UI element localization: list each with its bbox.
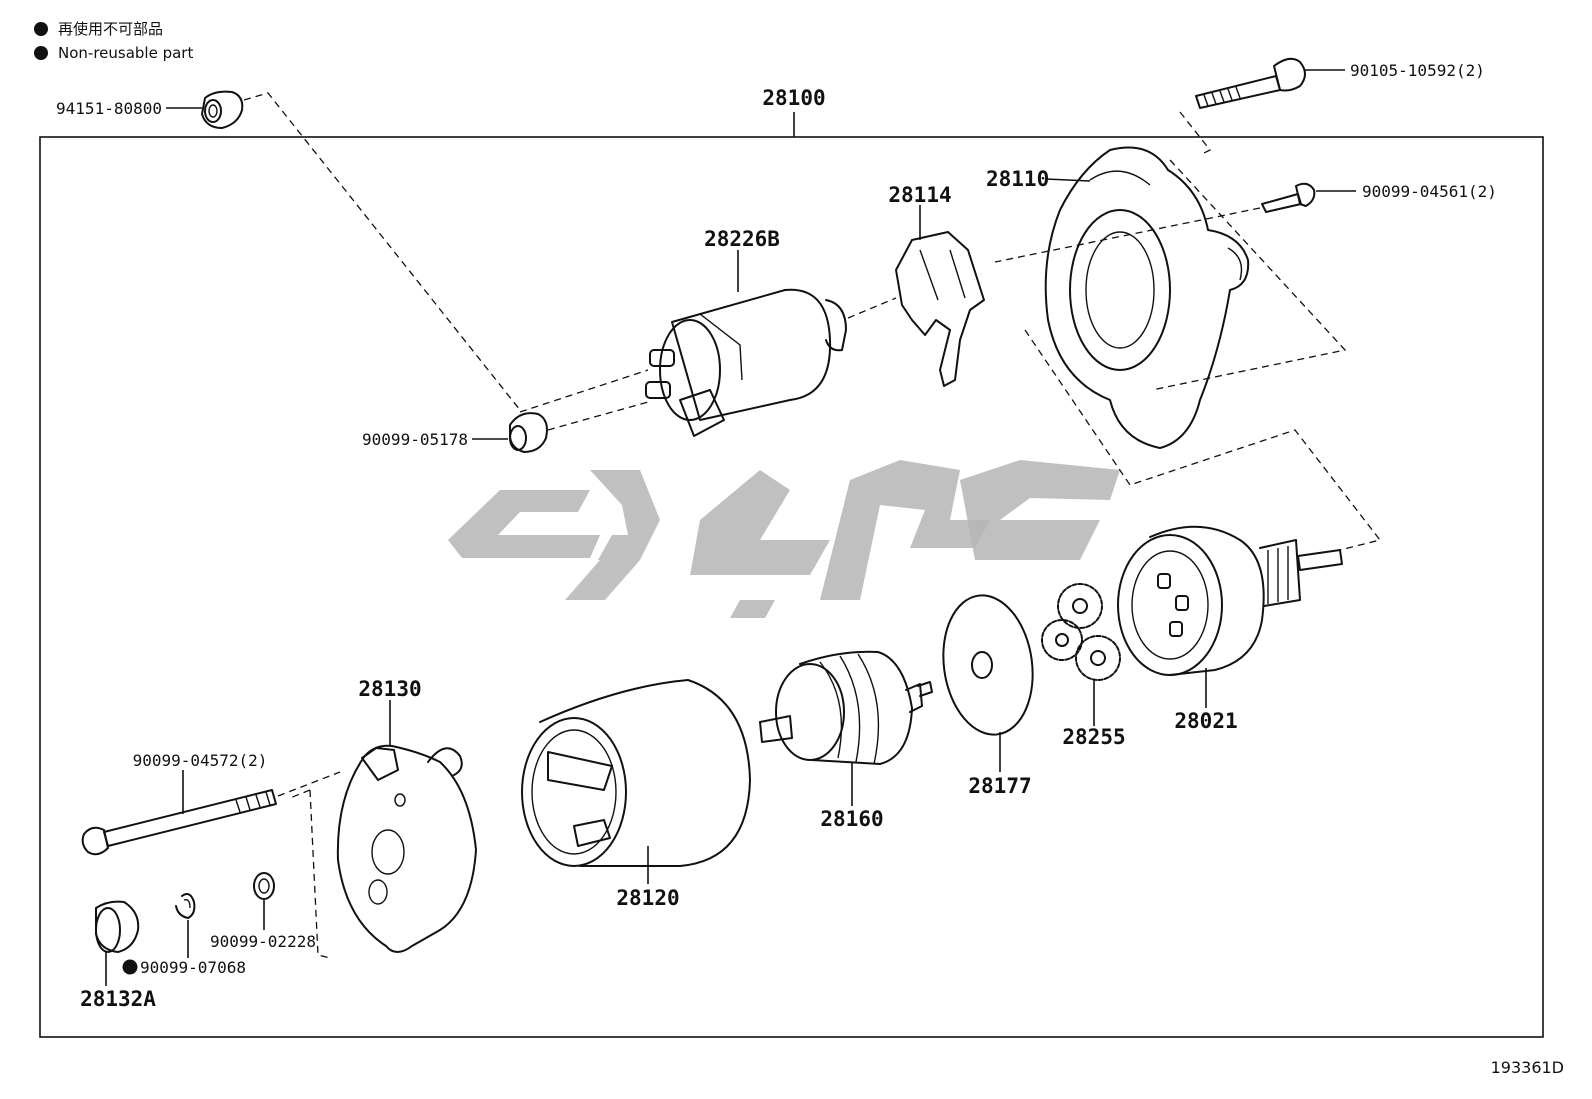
part-bolt-90099-04561	[1261, 182, 1316, 213]
part-end-frame-28130	[336, 744, 477, 953]
assembly-frame	[39, 136, 1544, 1038]
legend-text-ja: 再使用不可部品	[58, 20, 164, 38]
part-number-label: 28255	[1062, 725, 1125, 749]
part-number-label: 90099-04572(2)	[133, 751, 268, 770]
part-through-bolt-90099-04572	[81, 789, 277, 856]
watermark-logo	[448, 460, 1120, 618]
guide-28114	[847, 297, 897, 319]
guide-28226B-a	[519, 369, 649, 413]
part-lever-28114	[895, 231, 985, 387]
guide-90099-04572	[277, 771, 341, 797]
part-armature-28160	[759, 650, 933, 765]
part-number-label: 90099-04561(2)	[1362, 182, 1497, 201]
part-number-label: 28110	[986, 167, 1049, 191]
non-reusable-marker-icon	[122, 959, 138, 975]
assembly-number: 28100	[762, 86, 825, 110]
non-reusable-marker-icon	[34, 22, 48, 36]
part-number-label: 28120	[616, 886, 679, 910]
part-solenoid-28226B	[645, 288, 847, 437]
part-number-label: 28130	[358, 677, 421, 701]
non-reusable-marker-icon	[34, 46, 48, 60]
guide-28110-a	[1151, 159, 1347, 391]
part-snap-ring-90099-07068	[175, 893, 196, 919]
figure-code: 193361D	[1490, 1058, 1564, 1077]
part-number-label: 28226B	[704, 227, 780, 251]
part-number-label: 28160	[820, 807, 883, 831]
guide-90105	[1179, 111, 1212, 156]
part-washer-90099-02228	[253, 872, 275, 900]
legend-item-en: Non-reusable part	[34, 44, 193, 62]
part-starter-clutch-28021	[1117, 525, 1343, 676]
part-plate-28177	[942, 594, 1034, 736]
part-number-label: 28021	[1174, 709, 1237, 733]
part-yoke-28120	[521, 679, 751, 867]
legend-item-ja: 再使用不可部品	[34, 18, 163, 39]
guide-28226B-b	[547, 401, 649, 431]
part-number-label: 90099-02228	[210, 932, 316, 951]
part-number-label: 28114	[888, 183, 951, 207]
part-number-label: 90099-05178	[362, 430, 468, 449]
guide-28130	[289, 789, 331, 959]
part-bolt-90105	[1195, 57, 1306, 109]
legend-text-en: Non-reusable part	[58, 44, 194, 62]
part-number-label: 94151-80800	[56, 99, 162, 118]
part-drive-housing-28110	[1044, 146, 1250, 449]
part-number-label: 90105-10592(2)	[1350, 61, 1485, 80]
leader-28110	[1045, 178, 1091, 182]
part-number-label: 28132A	[80, 987, 156, 1011]
part-planetary-gears-28255	[1041, 583, 1121, 681]
guide-28110-b	[1024, 329, 1382, 551]
part-nut-90099-05178	[509, 412, 548, 453]
part-number-label: 28177	[968, 774, 1031, 798]
guide-90099-04561	[994, 207, 1261, 263]
part-cap-28132A	[95, 900, 140, 953]
part-nut-94151	[201, 90, 244, 129]
guide-94151	[243, 92, 521, 411]
part-number-label: 90099-07068	[140, 958, 246, 977]
